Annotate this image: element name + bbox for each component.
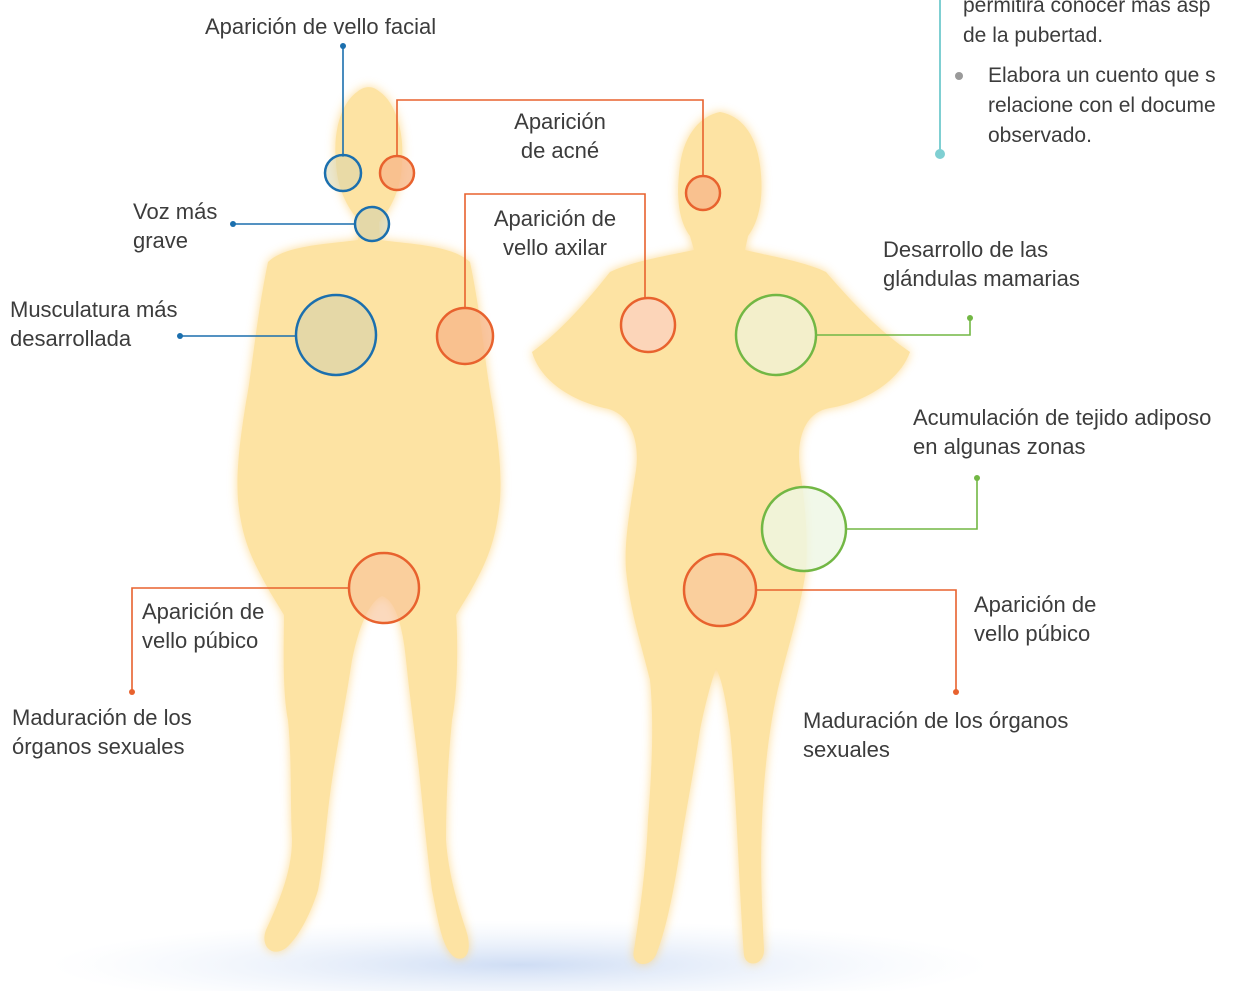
female-pubic-leader — [757, 589, 957, 692]
fat-label: Acumulación de tejido adiposo en algunas… — [913, 405, 1212, 459]
male-pubic-leader — [131, 587, 348, 692]
muscle-leader-dot — [177, 333, 183, 339]
axillary-marker-male — [435, 306, 495, 366]
fat-marker — [760, 485, 848, 573]
male-pubic-label: Aparición de vello púbico — [142, 599, 265, 653]
muscle-marker — [294, 293, 378, 377]
fat-leader-dot — [974, 475, 980, 481]
floor-shadow — [50, 920, 990, 991]
female-pubic-leader-dot — [953, 689, 959, 695]
facial-hair-marker — [323, 153, 363, 193]
facial-hair-leader-dot — [340, 43, 346, 49]
male-silhouette — [237, 87, 501, 959]
voice-label: Voz más grave — [133, 199, 218, 253]
breast-leader-dot — [967, 315, 973, 321]
male-organs-label: Maduración de los órganos sexuales — [12, 705, 192, 759]
male-pubic-leader-dot — [129, 689, 135, 695]
acne-marker-female — [684, 174, 722, 212]
female-pubic-marker — [682, 552, 758, 628]
fat-leader — [846, 478, 978, 530]
muscle-label: Musculatura más desarrollada — [10, 297, 178, 351]
breast-label: Desarrollo de las glándulas mamarias — [883, 237, 1080, 291]
breast-leader — [816, 318, 971, 336]
note-line-2: de la pubertad. — [963, 24, 1104, 47]
facial-hair-label: Aparición de vello facial — [205, 14, 437, 39]
breast-marker — [734, 293, 818, 377]
voice-leader-dot — [230, 221, 236, 227]
note-bullet-icon — [955, 72, 963, 80]
axillary-label: Aparición de vello axilar — [493, 206, 617, 260]
note-bullet-line-2: relacione con el docume — [988, 94, 1216, 117]
note-bullet-line-3: observado. — [988, 124, 1092, 147]
voice-marker — [353, 205, 391, 243]
axillary-marker-female — [619, 296, 677, 354]
male-pubic-marker — [347, 551, 421, 625]
note-bullet-line-1: Elabora un cuento que s — [988, 64, 1216, 87]
note-line-1: permitirá conocer más asp — [963, 0, 1211, 17]
acne-leader — [396, 99, 704, 176]
female-pubic-label: Aparición de vello púbico — [974, 592, 1097, 646]
note-rule-dot — [935, 149, 945, 159]
acne-label: Aparición de acné — [514, 109, 606, 163]
axillary-leader — [464, 193, 646, 308]
female-organs-label: Maduración de los órganos sexuales — [803, 708, 1069, 762]
acne-marker-male — [378, 154, 416, 192]
